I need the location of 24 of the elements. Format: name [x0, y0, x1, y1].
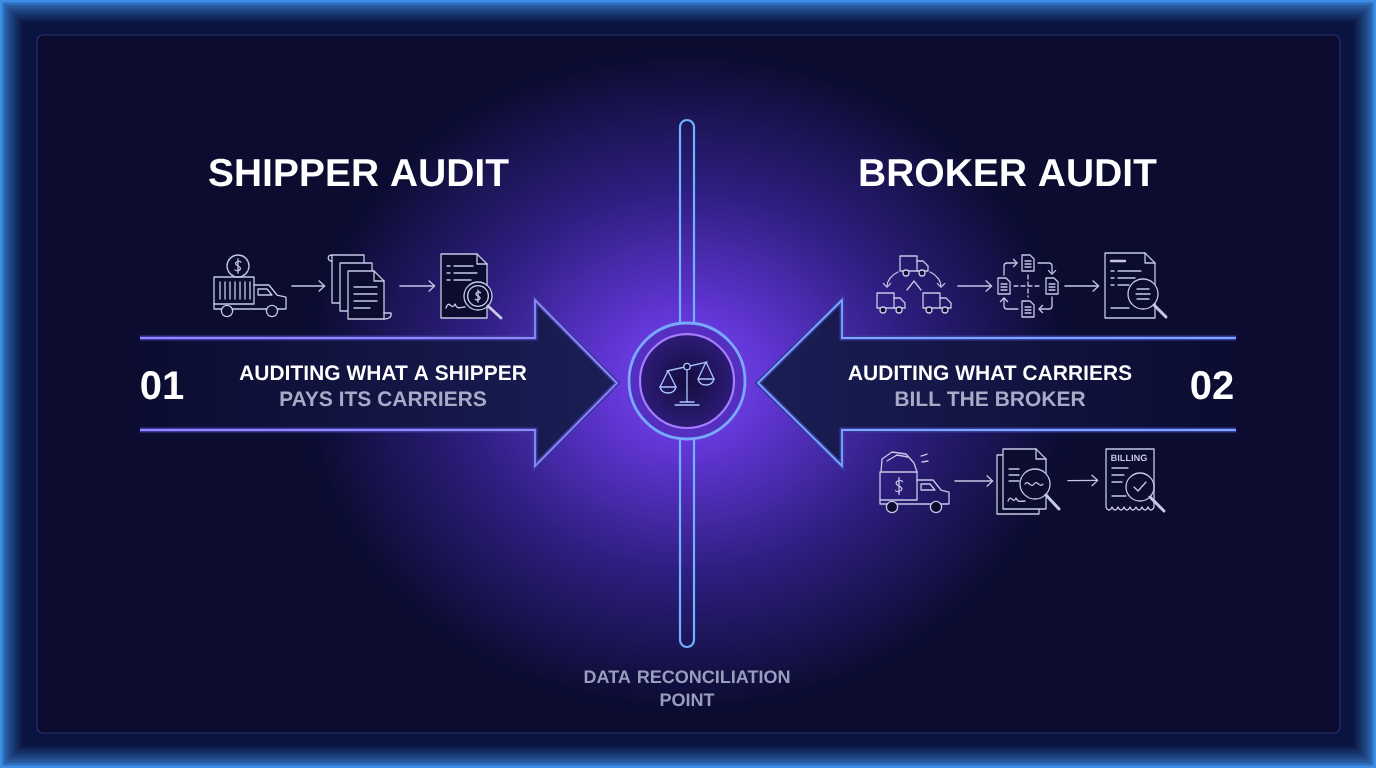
band-title: AUDITING WHAT CARRIERS	[848, 365, 1132, 381]
arrow	[956, 279, 993, 293]
document-search-icon	[996, 448, 1061, 515]
section-heading: BROKER AUDIT	[860, 158, 1157, 187]
band-subtitle: PAYS ITS CARRIERS	[280, 391, 486, 407]
document-cycle-icon	[997, 254, 1059, 318]
band-subtitle: BILL THE BROKER	[895, 391, 1086, 407]
step-number: 02	[1191, 371, 1233, 400]
truck-icon	[879, 451, 950, 514]
documents-icon	[327, 254, 392, 320]
arrow	[398, 279, 436, 293]
section-heading: SHIPPER AUDIT	[209, 158, 509, 187]
point-caption: DATA RECONCILIATION POINT	[584, 670, 790, 707]
balance-scale-icon	[627, 321, 747, 441]
truck-icon	[213, 254, 287, 318]
arrow	[290, 279, 326, 293]
arrow	[953, 474, 994, 488]
arrow	[1066, 474, 1099, 487]
step-number: 01	[141, 371, 184, 400]
arrow	[1063, 279, 1100, 293]
band-title: AUDITING WHAT A SHIPPER	[239, 365, 527, 381]
document-search-icon	[1104, 252, 1168, 319]
trucks-icon	[876, 255, 952, 314]
document-search-icon	[440, 253, 503, 320]
